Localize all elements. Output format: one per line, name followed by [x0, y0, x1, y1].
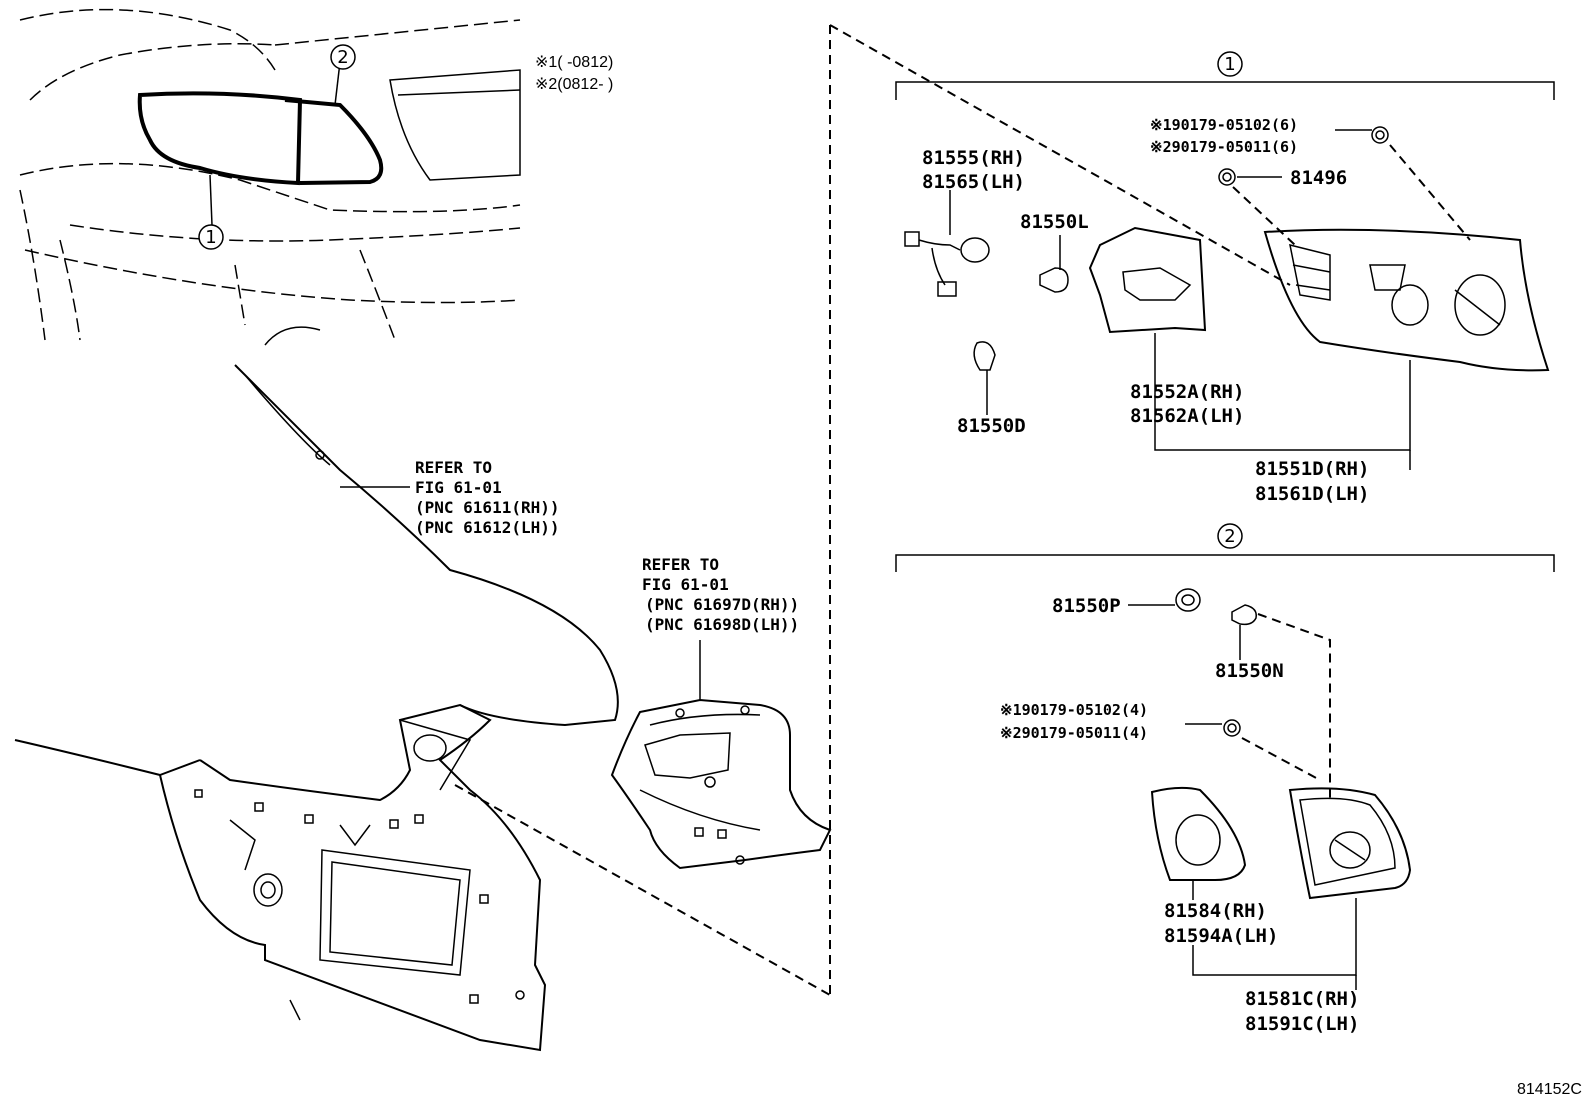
- label-81555: 81555(RH): [922, 147, 1025, 169]
- note-1: ※1( -0812): [535, 54, 613, 71]
- svg-text:FIG 61-01: FIG 61-01: [415, 478, 502, 497]
- label-81584: 81584(RH): [1164, 900, 1267, 922]
- label-81496: 81496: [1290, 167, 1347, 189]
- label-81565: 81565(LH): [922, 171, 1025, 193]
- socket-wire-81555: 81555(RH) 81565(LH): [904, 147, 1025, 297]
- label-81550N: 81550N: [1215, 660, 1284, 682]
- label-81550L: 81550L: [1020, 211, 1089, 233]
- inner-lamp-outline: [284, 98, 384, 185]
- gasket-81584: 81584(RH) 81594A(LH): [1150, 786, 1357, 976]
- svg-text:FIG 61-01: FIG 61-01: [642, 575, 729, 594]
- svg-text:2: 2: [1224, 526, 1235, 547]
- label-81591C: 81591C(LH): [1245, 1013, 1359, 1035]
- svg-text:(PNC 61611(RH)): (PNC 61611(RH)): [415, 498, 560, 517]
- label-81562A: 81562A(LH): [1130, 405, 1244, 427]
- refer-to-fender: REFER TO FIG 61-01 (PNC 61611(RH)) (PNC …: [340, 458, 560, 537]
- leader-to-group-1: [829, 24, 1291, 286]
- label-81594A: 81594A(LH): [1164, 925, 1278, 947]
- svg-text:(PNC 61697D(RH)): (PNC 61697D(RH)): [645, 595, 799, 614]
- leader-panel-to-lamp: [454, 784, 831, 996]
- socket-81550P: 81550P: [1052, 588, 1201, 617]
- gasket-81552A: 81552A(RH) 81562A(LH): [1088, 226, 1411, 451]
- label-81552A: 81552A(RH): [1130, 381, 1244, 403]
- note-2: ※2(0812- ): [535, 76, 613, 93]
- bulb-81550L: 81550L: [1020, 211, 1089, 293]
- label-81561D: 81561D(LH): [1255, 483, 1369, 505]
- rear-lamp-81581C: 81581C(RH) 81591C(LH): [1245, 787, 1412, 1035]
- svg-text:1: 1: [1224, 54, 1235, 75]
- svg-text:REFER TO: REFER TO: [415, 458, 492, 477]
- rear-panel-bracket: [610, 640, 832, 870]
- svg-text:1: 1: [205, 227, 216, 248]
- callout-2-car: 2: [330, 44, 356, 70]
- figure-code: 814152C: [1517, 1081, 1582, 1098]
- group-2-bracket: 2: [895, 523, 1555, 572]
- svg-text:(PNC 61698D(LH)): (PNC 61698D(LH)): [645, 615, 799, 634]
- car-rear-illustration: [19, 8, 521, 346]
- label-screw1-g1: ※190179-05102(6): [1150, 116, 1298, 134]
- screw-group-2: ※190179-05102(4) ※290179-05011(4): [1000, 701, 1321, 781]
- label-81551D: 81551D(RH): [1255, 458, 1369, 480]
- svg-text:2: 2: [337, 47, 348, 68]
- rear-lamp-81551D: 81551D(RH) 81561D(LH): [1255, 228, 1550, 505]
- refer-to-panel: REFER TO FIG 61-01 (PNC 61697D(RH)) (PNC…: [642, 555, 799, 634]
- bulb-81550N: 81550N: [1215, 604, 1331, 800]
- svg-text:(PNC 61612(LH)): (PNC 61612(LH)): [415, 518, 560, 537]
- label-81550D: 81550D: [957, 415, 1026, 437]
- label-screw2-g1: ※290179-05011(6): [1150, 138, 1298, 156]
- label-screw1-g2: ※190179-05102(4): [1000, 701, 1148, 719]
- svg-text:REFER TO: REFER TO: [642, 555, 719, 574]
- label-screw2-g2: ※290179-05011(4): [1000, 724, 1148, 742]
- callout-1-car: 1: [198, 224, 224, 250]
- label-81550P: 81550P: [1052, 595, 1121, 617]
- quarter-panel-illustration: [14, 364, 619, 1052]
- label-81581C: 81581C(RH): [1245, 988, 1359, 1010]
- outer-lamp-outline: [137, 91, 303, 186]
- clip-81496: 81496: [1218, 167, 1347, 246]
- bulb-81550D: 81550D: [957, 341, 1026, 437]
- screw-group-1: ※190179-05102(6) ※290179-05011(6): [1150, 116, 1471, 241]
- group-1-bracket: 1: [895, 51, 1555, 100]
